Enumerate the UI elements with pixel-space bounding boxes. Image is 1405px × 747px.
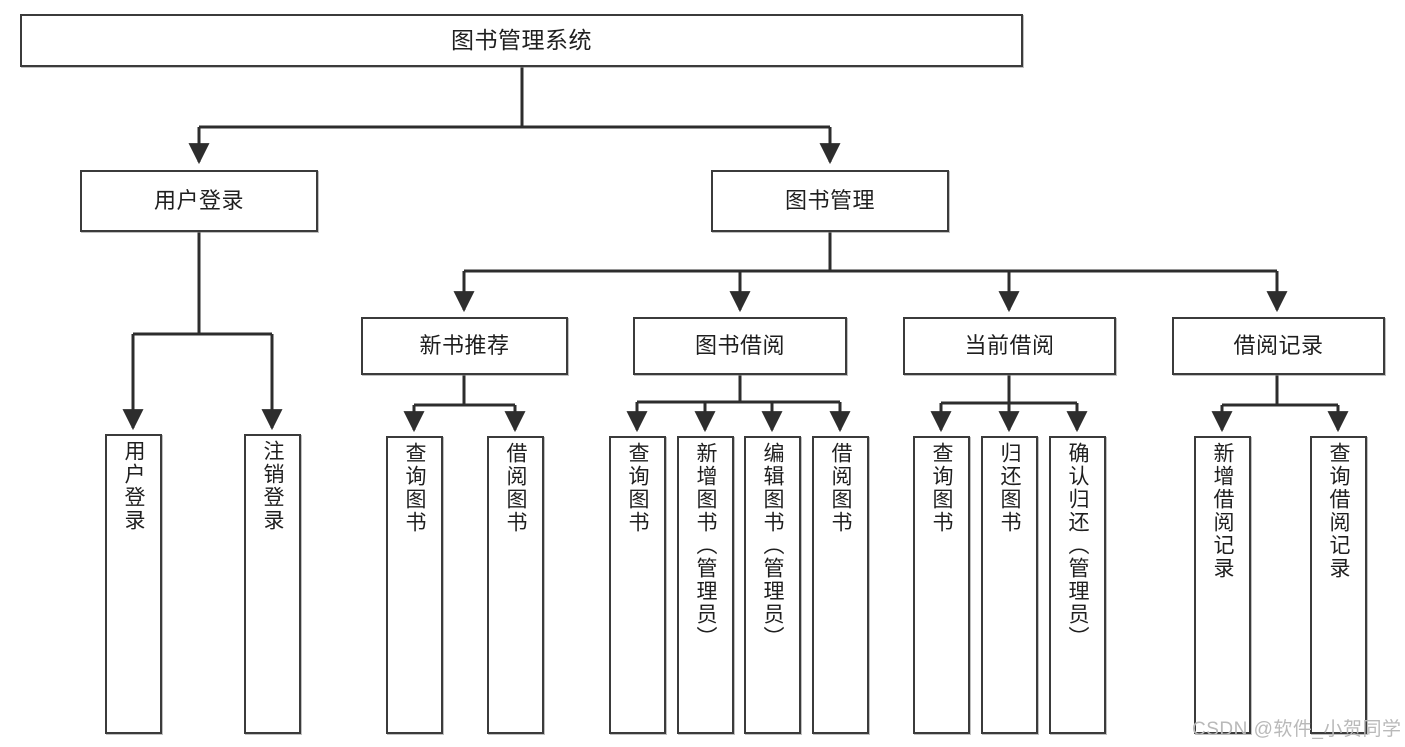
node-leaf-confirm-return-label: 确认归还（管理员） xyxy=(1066,442,1089,649)
node-leaf-borrow-book-2[interactable]: 借阅图书 xyxy=(812,436,869,734)
node-leaf-query-book-2-label: 查询图书 xyxy=(626,442,649,534)
node-leaf-user-login-label: 用户登录 xyxy=(122,440,145,532)
node-leaf-query-record[interactable]: 查询借阅记录 xyxy=(1310,436,1367,734)
node-user-login[interactable]: 用户登录 xyxy=(80,170,318,232)
node-leaf-query-book-1-label: 查询图书 xyxy=(403,442,426,534)
node-leaf-add-book-label: 新增图书（管理员） xyxy=(694,442,717,649)
node-leaf-query-book-2[interactable]: 查询图书 xyxy=(609,436,666,734)
node-leaf-query-record-label: 查询借阅记录 xyxy=(1327,442,1350,580)
node-current-borrow-label: 当前借阅 xyxy=(964,333,1055,359)
node-current-borrow[interactable]: 当前借阅 xyxy=(903,317,1116,375)
node-leaf-add-book[interactable]: 新增图书（管理员） xyxy=(677,436,734,734)
node-book-manage[interactable]: 图书管理 xyxy=(711,170,949,232)
node-leaf-query-book-1[interactable]: 查询图书 xyxy=(386,436,443,734)
node-borrow-record[interactable]: 借阅记录 xyxy=(1172,317,1385,375)
node-new-book-recommend-label: 新书推荐 xyxy=(419,333,510,359)
node-leaf-edit-book-label: 编辑图书（管理员） xyxy=(761,442,784,649)
node-leaf-add-record-label: 新增借阅记录 xyxy=(1211,442,1234,580)
node-leaf-edit-book[interactable]: 编辑图书（管理员） xyxy=(744,436,801,734)
node-leaf-query-book-3[interactable]: 查询图书 xyxy=(913,436,970,734)
node-leaf-return-book[interactable]: 归还图书 xyxy=(981,436,1038,734)
node-borrow-record-label: 借阅记录 xyxy=(1233,333,1324,359)
node-new-book-recommend[interactable]: 新书推荐 xyxy=(361,317,568,375)
node-book-borrow-label: 图书借阅 xyxy=(694,333,785,359)
node-leaf-add-record[interactable]: 新增借阅记录 xyxy=(1194,436,1251,734)
node-leaf-confirm-return[interactable]: 确认归还（管理员） xyxy=(1049,436,1106,734)
node-user-login-label: 用户登录 xyxy=(153,188,244,214)
node-leaf-user-login[interactable]: 用户登录 xyxy=(105,434,162,734)
node-leaf-logout-login-label: 注销登录 xyxy=(261,440,284,532)
node-book-manage-label: 图书管理 xyxy=(784,188,875,214)
node-leaf-borrow-book-1-label: 借阅图书 xyxy=(504,442,527,534)
node-leaf-logout-login[interactable]: 注销登录 xyxy=(244,434,301,734)
node-leaf-query-book-3-label: 查询图书 xyxy=(930,442,953,534)
node-root[interactable]: 图书管理系统 xyxy=(20,14,1023,67)
node-leaf-return-book-label: 归还图书 xyxy=(998,442,1021,534)
csdn-watermark: CSDN @软件_小贺同学 xyxy=(1192,719,1402,740)
node-book-borrow[interactable]: 图书借阅 xyxy=(633,317,847,375)
node-leaf-borrow-book-1[interactable]: 借阅图书 xyxy=(487,436,544,734)
node-root-label: 图书管理系统 xyxy=(451,26,592,53)
node-leaf-borrow-book-2-label: 借阅图书 xyxy=(829,442,852,534)
